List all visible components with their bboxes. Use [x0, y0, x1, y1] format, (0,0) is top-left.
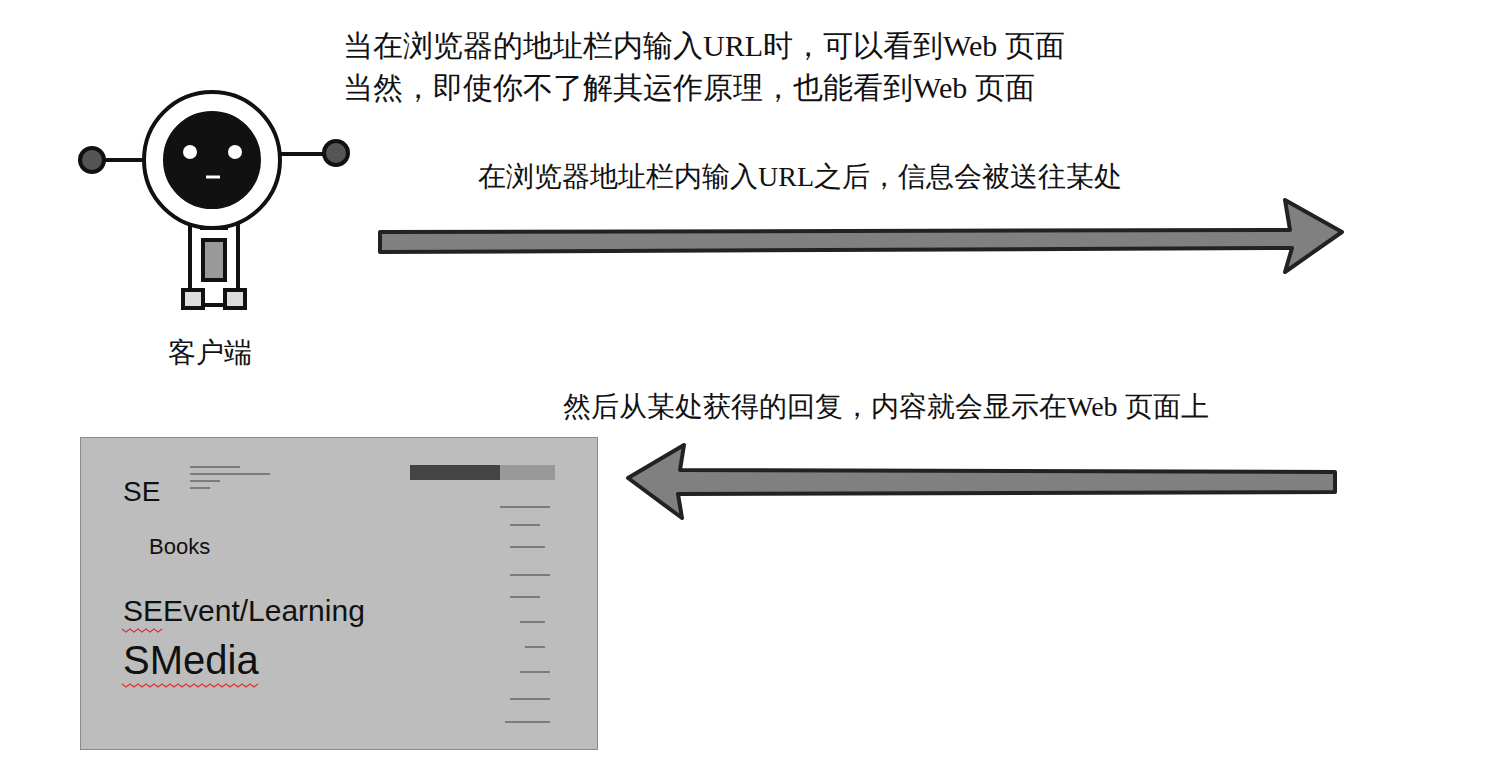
client-label: 客户端 — [168, 334, 252, 372]
page-heading: SEEvent/Learning — [123, 594, 365, 628]
request-arrow — [380, 200, 1342, 272]
page-heading: SE — [123, 476, 160, 508]
intro-text: 当然，即使你不了解其运作原理，也能看到Web 页面 — [343, 68, 1035, 109]
robot-figure — [80, 92, 348, 308]
intro-text: 当在浏览器的地址栏内输入URL时，可以看到Web 页面 — [343, 26, 1065, 67]
response-arrow — [628, 445, 1335, 518]
arrow-label: 然后从某处获得的回复，内容就会显示在Web 页面上 — [563, 388, 1209, 426]
web-page-screenshot: SE BooksSEEvent/LearningSMedia — [80, 437, 598, 750]
page-heading: Books — [149, 534, 210, 560]
page-heading: SMedia — [123, 638, 259, 683]
arrow-label: 在浏览器地址栏内输入URL之后，信息会被送往某处 — [478, 158, 1122, 196]
